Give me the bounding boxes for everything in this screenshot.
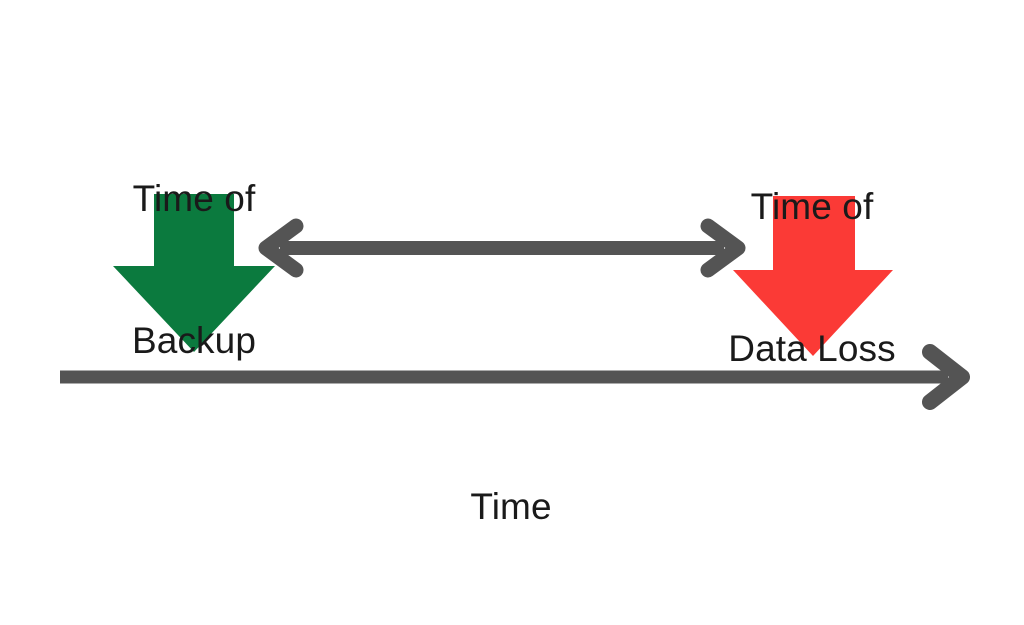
data-loss-label: Time of Data Loss: [662, 88, 962, 467]
interval-double-arrow-icon: [258, 218, 746, 278]
backup-label: Time of Backup: [44, 80, 344, 459]
data-loss-label-line1: Time of: [750, 185, 874, 227]
backup-down-arrow-icon: [113, 194, 275, 352]
diagram-graphics: [60, 194, 970, 410]
diagram-canvas: Time of Backup Time of Data Loss Time: [44, 80, 970, 527]
data-loss-label-line2: Data Loss: [728, 327, 896, 369]
time-axis-arrow-icon: [60, 344, 970, 410]
data-loss-down-arrow-icon: [733, 196, 893, 356]
backup-label-line1: Time of: [132, 177, 256, 219]
time-axis-label: Time: [361, 388, 661, 625]
time-axis-label-text: Time: [470, 485, 552, 527]
backup-label-line2: Backup: [131, 319, 256, 361]
